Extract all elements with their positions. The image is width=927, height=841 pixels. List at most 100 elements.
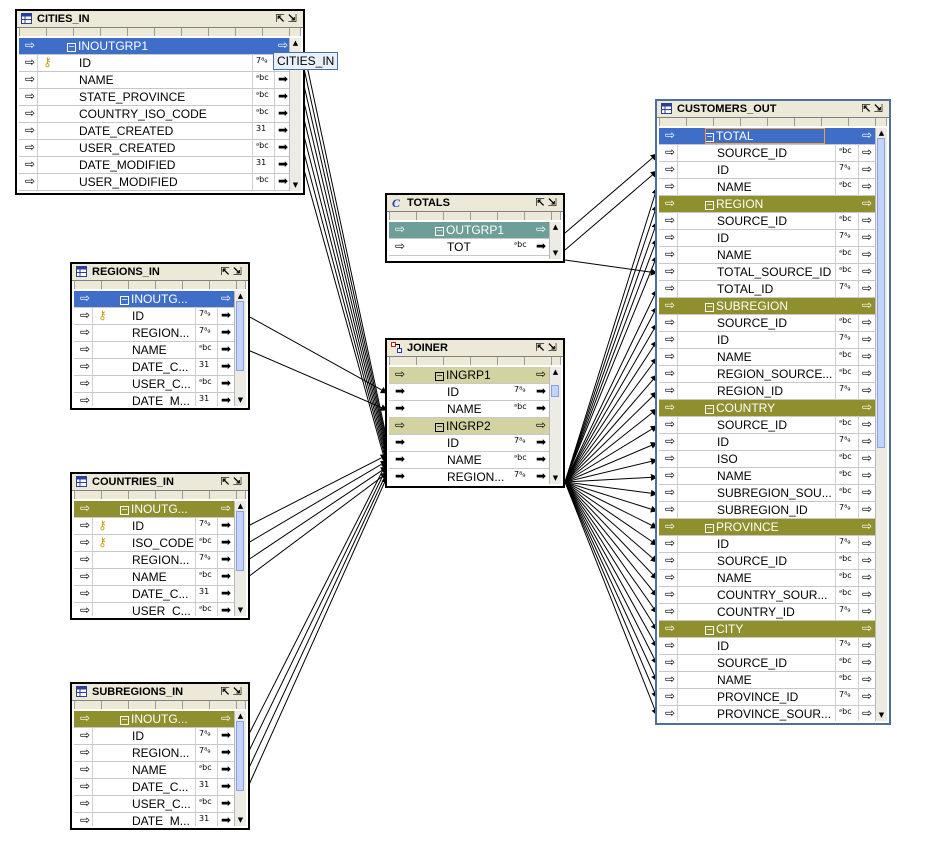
port-in-icon[interactable]: ⇨ <box>862 587 873 601</box>
port-in-icon[interactable]: ⇨ <box>665 655 676 669</box>
port-in-icon[interactable]: ⇨ <box>665 145 676 159</box>
attribute-row[interactable]: ⇨DATE_C...31➡ <box>74 359 235 376</box>
operator-cities-in[interactable]: CITIES_IN⇱⇲⇨−INOUTGRP1⇨⇨⚷ID7⁸₉➡⇨NAMEᵃbc➡… <box>15 9 305 195</box>
maximize-minimize-icons[interactable]: ⇱⇲ <box>535 196 560 209</box>
attribute-row[interactable]: ⇨COUNTRY_SOUR...ᵃbc⇨ <box>659 587 876 604</box>
collapse-icon[interactable]: − <box>120 505 129 515</box>
port-in-icon[interactable]: ⇨ <box>80 813 91 826</box>
port-in-icon[interactable]: ⇨ <box>665 451 676 465</box>
attribute-row[interactable]: ➡REGION...7⁸₉➡ <box>389 469 550 484</box>
solid-arrow-icon[interactable]: ➡ <box>221 813 232 826</box>
port-in-icon[interactable]: ⇨ <box>80 518 91 532</box>
port-in-icon[interactable]: ⇨ <box>862 655 873 669</box>
vertical-scrollbar[interactable]: ▲▼ <box>875 128 887 721</box>
vertical-scrollbar[interactable]: ▲▼ <box>549 367 561 484</box>
port-in-icon[interactable]: ⇨ <box>395 367 406 381</box>
port-in-icon[interactable]: ⇨ <box>665 604 676 618</box>
scroll-thumb[interactable] <box>236 301 244 371</box>
port-in-icon[interactable]: ⇨ <box>80 393 91 406</box>
port-in-icon[interactable]: ⇨ <box>221 501 232 515</box>
collapse-icon[interactable]: − <box>705 132 714 142</box>
port-in-icon[interactable]: ⇨ <box>665 128 676 142</box>
group-row-subregion[interactable]: ⇨−SUBREGION⇨ <box>659 298 876 315</box>
attribute-row[interactable]: ⇨DATE_M...31➡ <box>74 393 235 406</box>
collapse-icon[interactable]: − <box>705 404 714 414</box>
port-in-icon[interactable]: ⇨ <box>665 621 676 635</box>
port-in-icon[interactable]: ⇨ <box>862 196 873 210</box>
scroll-thumb[interactable] <box>236 511 244 571</box>
port-in-icon[interactable]: ⇨ <box>25 55 36 69</box>
scroll-up-icon[interactable]: ▲ <box>237 502 244 510</box>
solid-arrow-icon[interactable]: ➡ <box>395 435 406 449</box>
port-in-icon[interactable]: ⇨ <box>80 745 91 759</box>
port-in-icon[interactable]: ⇨ <box>862 298 873 312</box>
scroll-up-icon[interactable]: ▲ <box>237 712 244 720</box>
port-in-icon[interactable]: ⇨ <box>862 485 873 499</box>
scroll-thumb[interactable] <box>877 138 885 448</box>
solid-arrow-icon[interactable]: ➡ <box>395 452 406 466</box>
solid-arrow-icon[interactable]: ➡ <box>536 384 547 398</box>
scroll-down-icon[interactable]: ▼ <box>292 181 299 189</box>
solid-arrow-icon[interactable]: ➡ <box>395 401 406 415</box>
port-in-icon[interactable]: ⇨ <box>862 417 873 431</box>
solid-arrow-icon[interactable]: ➡ <box>221 342 232 356</box>
solid-arrow-icon[interactable]: ➡ <box>221 796 232 810</box>
port-in-icon[interactable]: ⇨ <box>25 123 36 137</box>
port-in-icon[interactable]: ⇨ <box>395 418 406 432</box>
solid-arrow-icon[interactable]: ➡ <box>278 123 289 137</box>
maximize-minimize-icons[interactable]: ⇱⇲ <box>275 12 300 25</box>
vertical-scrollbar[interactable]: ▲▼ <box>289 38 301 191</box>
port-in-icon[interactable]: ⇨ <box>665 400 676 414</box>
port-in-icon[interactable]: ⇨ <box>80 711 91 725</box>
attribute-row[interactable]: ⇨REGION_SOURCE...ᵃbc⇨ <box>659 366 876 383</box>
port-in-icon[interactable]: ⇨ <box>80 308 91 322</box>
collapse-icon[interactable]: − <box>120 715 129 725</box>
scroll-up-icon[interactable]: ▲ <box>292 39 299 47</box>
attribute-row[interactable]: ⇨SUBREGION_SOU...ᵃbc⇨ <box>659 485 876 502</box>
port-in-icon[interactable]: ⇨ <box>665 213 676 227</box>
operator-titlebar[interactable]: SUBREGIONS_IN⇱⇲ <box>72 684 248 701</box>
solid-arrow-icon[interactable]: ➡ <box>221 569 232 583</box>
solid-arrow-icon[interactable]: ➡ <box>278 89 289 103</box>
solid-arrow-icon[interactable]: ➡ <box>221 762 232 776</box>
solid-arrow-icon[interactable]: ➡ <box>536 401 547 415</box>
port-in-icon[interactable]: ⇨ <box>80 586 91 600</box>
group-row-ingrp1[interactable]: ⇨−INGRP1⇨ <box>389 367 550 384</box>
port-in-icon[interactable]: ⇨ <box>25 106 36 120</box>
port-in-icon[interactable]: ⇨ <box>862 536 873 550</box>
scroll-thumb[interactable] <box>236 721 244 791</box>
port-in-icon[interactable]: ⇨ <box>221 711 232 725</box>
group-row-country[interactable]: ⇨−COUNTRY⇨ <box>659 400 876 417</box>
port-in-icon[interactable]: ⇨ <box>862 400 873 414</box>
port-in-icon[interactable]: ⇨ <box>665 332 676 346</box>
port-in-icon[interactable]: ⇨ <box>80 762 91 776</box>
group-row-outgrp1[interactable]: ⇨−OUTGRP1⇨ <box>389 222 550 239</box>
port-in-icon[interactable]: ⇨ <box>80 342 91 356</box>
port-in-icon[interactable]: ⇨ <box>80 603 91 616</box>
port-in-icon[interactable]: ⇨ <box>80 291 91 305</box>
collapse-icon[interactable]: − <box>705 200 714 210</box>
group-row-total[interactable]: ⇨−TOTAL⇨ <box>659 128 876 145</box>
collapse-icon[interactable]: − <box>120 295 129 305</box>
port-in-icon[interactable]: ⇨ <box>665 349 676 363</box>
solid-arrow-icon[interactable]: ➡ <box>221 603 232 616</box>
port-in-icon[interactable]: ⇨ <box>665 553 676 567</box>
port-in-icon[interactable]: ⇨ <box>665 706 676 720</box>
collapse-icon[interactable]: − <box>705 302 714 312</box>
